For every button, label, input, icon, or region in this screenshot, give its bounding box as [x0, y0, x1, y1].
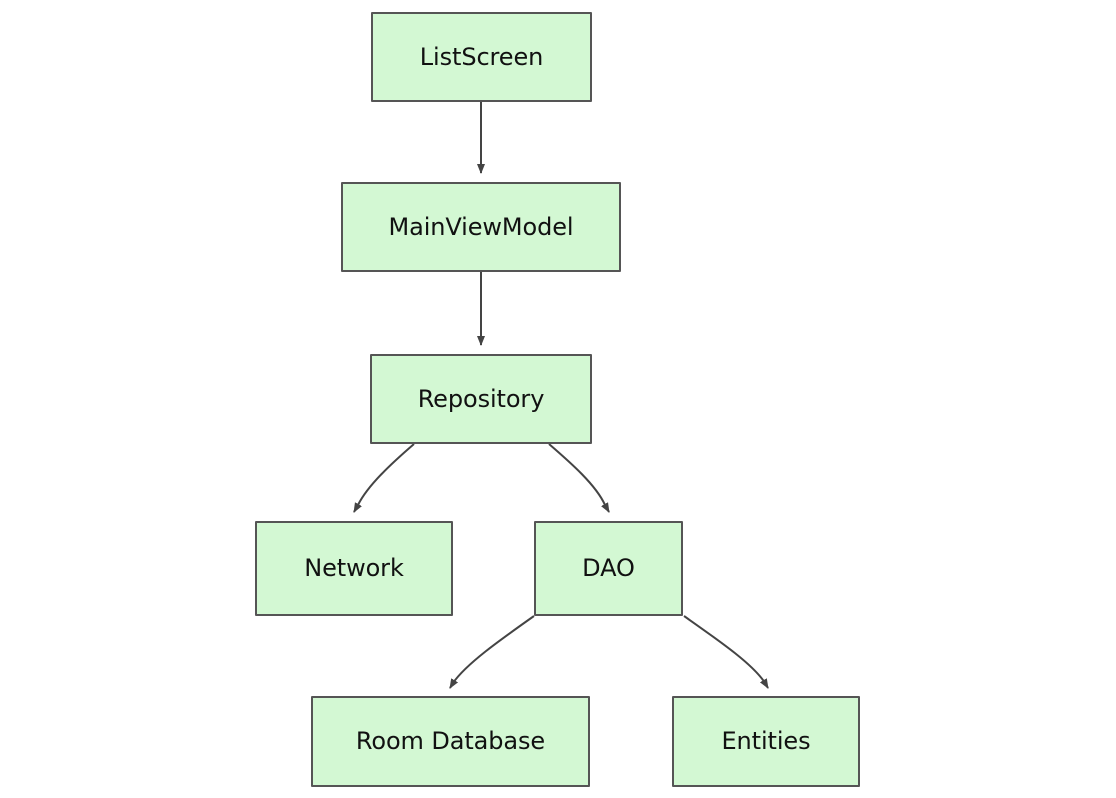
node-network-label: Network: [304, 554, 404, 583]
node-network[interactable]: Network: [255, 521, 453, 616]
node-listscreen[interactable]: ListScreen: [371, 12, 592, 102]
edge-dao-to-roomdatabase: [449, 615, 535, 689]
edge-repository-to-network: [353, 443, 415, 513]
edge-repository-to-dao: [548, 443, 610, 513]
node-roomdatabase-label: Room Database: [355, 727, 546, 756]
edge-dao-to-entities: [683, 615, 769, 689]
node-entities-label: Entities: [721, 727, 811, 756]
node-entities[interactable]: Entities: [672, 696, 860, 787]
node-repository[interactable]: Repository: [370, 354, 592, 444]
node-repository-label: Repository: [417, 384, 545, 413]
node-roomdatabase[interactable]: Room Database: [311, 696, 590, 787]
node-listscreen-label: ListScreen: [419, 42, 544, 71]
node-mainviewmodel[interactable]: MainViewModel: [341, 182, 621, 272]
node-dao-label: DAO: [582, 554, 635, 583]
node-mainviewmodel-label: MainViewModel: [388, 212, 574, 241]
node-dao[interactable]: DAO: [534, 521, 683, 616]
